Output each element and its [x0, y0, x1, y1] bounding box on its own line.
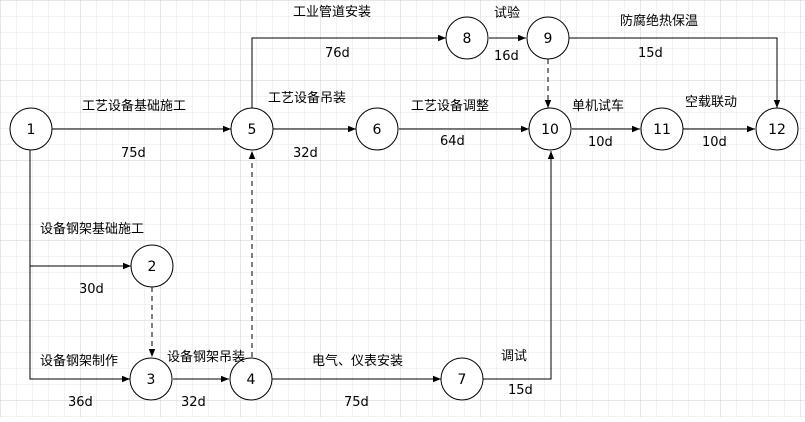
activity-name-9-12: 防腐绝热保温 — [620, 13, 698, 29]
node-7: 7 — [440, 357, 484, 401]
activity-name-1-3: 设备钢架制作 — [40, 353, 118, 369]
edge-9-12 — [569, 37, 781, 108]
node-label: 12 — [768, 122, 786, 138]
node-8: 8 — [445, 16, 489, 60]
edge-1-3 — [29, 266, 130, 383]
activity-duration-4-7: 75d — [344, 395, 369, 410]
activity-name-1-5: 工艺设备基础施工 — [82, 98, 186, 114]
activity-duration-6-10: 64d — [440, 134, 465, 149]
activity-duration-7-10: 15d — [508, 383, 533, 398]
event-nodes: 1 2 3 4 5 6 7 8 — [9, 16, 799, 401]
node-label: 5 — [248, 122, 257, 138]
node-11: 11 — [640, 107, 684, 151]
node-12: 12 — [755, 107, 799, 151]
node-label: 8 — [463, 31, 472, 47]
activity-duration-1-5: 75d — [121, 146, 146, 161]
edge-5-8 — [251, 34, 446, 108]
node-10: 10 — [528, 107, 572, 151]
node-label: 6 — [373, 122, 382, 138]
activity-duration-10-11: 10d — [588, 135, 613, 150]
activity-duration-8-9: 16d — [494, 49, 519, 64]
activity-duration-1-3: 36d — [68, 395, 93, 410]
activity-name-4-7: 电气、仪表安装 — [312, 353, 403, 369]
activity-duration-3-4: 32d — [181, 395, 206, 410]
activity-labels: 工艺设备基础施工 75d 设备钢架基础施工 30d 设备钢架制作 36d 设备钢… — [40, 5, 737, 410]
activity-name-3-4: 设备钢架吊装 — [167, 349, 245, 365]
node-label: 1 — [27, 122, 36, 138]
activity-duration-9-12: 15d — [638, 46, 663, 61]
edge-7-10 — [483, 151, 555, 380]
activity-edges — [29, 34, 781, 383]
activity-duration-5-8: 76d — [325, 46, 350, 61]
node-6: 6 — [355, 107, 399, 151]
activity-name-1-2: 设备钢架基础施工 — [40, 221, 144, 237]
node-label: 3 — [147, 372, 156, 388]
activity-name-5-6: 工艺设备吊装 — [268, 90, 346, 106]
activity-duration-5-6: 32d — [293, 146, 318, 161]
activity-name-5-8: 工业管道安装 — [293, 5, 371, 20]
node-label: 9 — [544, 31, 553, 47]
node-label: 4 — [247, 372, 256, 388]
activity-duration-11-12: 10d — [702, 135, 727, 150]
node-label: 2 — [148, 259, 157, 275]
node-1: 1 — [9, 107, 53, 151]
node-5: 5 — [230, 107, 274, 151]
node-label: 11 — [653, 122, 671, 138]
activity-name-7-10: 调试 — [501, 349, 527, 364]
node-9: 9 — [526, 16, 570, 60]
activity-name-6-10: 工艺设备调整 — [411, 98, 489, 114]
activity-name-11-12: 空载联动 — [685, 95, 737, 110]
node-2: 2 — [130, 244, 174, 288]
activity-duration-1-2: 30d — [79, 282, 104, 297]
node-4: 4 — [229, 357, 273, 401]
node-label: 10 — [541, 122, 559, 138]
dummy-edges — [148, 59, 552, 357]
node-3: 3 — [129, 357, 173, 401]
node-label: 7 — [458, 372, 467, 388]
activity-name-8-9: 试验 — [494, 5, 520, 21]
activity-name-10-11: 单机试车 — [572, 98, 624, 114]
